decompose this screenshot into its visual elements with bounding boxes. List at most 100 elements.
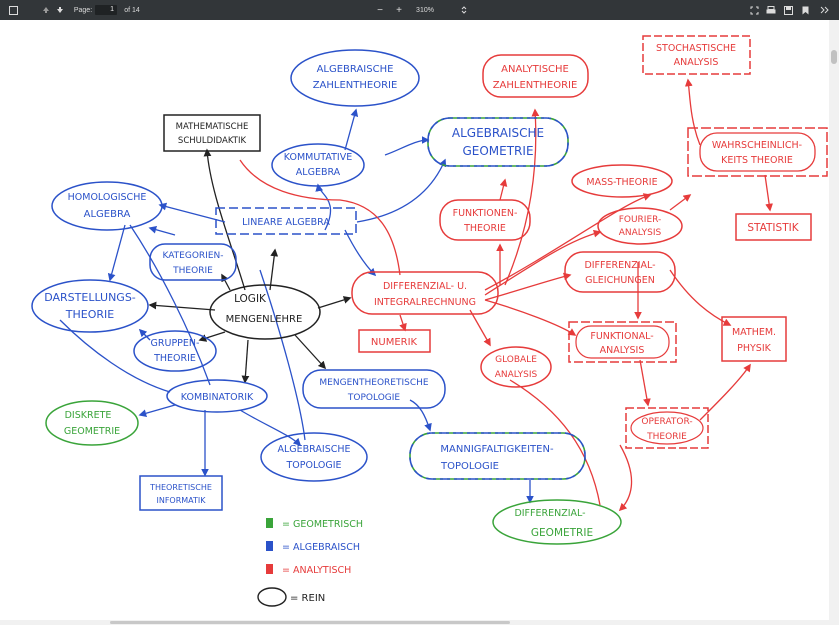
node-label: HOMOLOGISCHE — [68, 192, 147, 203]
node-darstellungstheorie: DARSTELLUNGS- THEORIE — [31, 279, 149, 333]
node-differentialgleichungen: DIFFERENZIAL- GLEICHUNGEN — [564, 251, 676, 293]
node-label: GEOMETRIE — [531, 527, 593, 539]
node-label: FUNKTIONEN- — [453, 208, 518, 219]
node-label: LOGIK — [234, 293, 267, 305]
print-icon[interactable] — [765, 0, 777, 20]
more-tools-icon[interactable] — [818, 0, 832, 20]
node-label: DARSTELLUNGS- — [44, 291, 136, 304]
fit-page-icon[interactable] — [748, 0, 760, 20]
page-number-input[interactable]: 1 — [95, 5, 117, 15]
node-label: ZAHLENTHEORIE — [493, 80, 578, 91]
node-label: MANNIGFALTIGKEITEN- — [440, 444, 554, 455]
legend-swatch-oval — [257, 587, 287, 607]
legend: = GEOMETRISCH = ALGEBRAISCH = ANALYTISCH… — [257, 518, 363, 607]
zoom-out-button[interactable]: − — [377, 4, 383, 16]
node-mass-theorie: MASS-THEORIE — [571, 164, 673, 198]
node-analytische-zahlentheorie: ANALYTISCHE ZAHLENTHEORIE — [482, 54, 589, 98]
zoom-level[interactable]: 310% — [416, 6, 434, 14]
next-page-icon[interactable] — [54, 0, 66, 20]
node-label: GLEICHUNGEN — [585, 275, 655, 286]
node-label: MASS-THEORIE — [586, 177, 657, 188]
node-label: MATHEMATISCHE — [176, 122, 249, 132]
previous-page-icon[interactable] — [40, 0, 52, 20]
node-label: ANALYSIS — [619, 228, 662, 238]
pdf-page: ALGEBRAISCHE ZAHLENTHEORIE ANALYTISCHE Z… — [0, 20, 829, 620]
node-label: THEORIE — [153, 353, 196, 364]
node-label: STOCHASTISCHE — [656, 43, 736, 54]
node-kombinatorik: KOMBINATORIK — [166, 379, 268, 413]
node-algebraische-topologie: ALGEBRAISCHE TOPOLOGIE — [260, 432, 368, 482]
node-numerik: NUMERIK — [358, 329, 431, 353]
node-label: TOPOLOGIE — [347, 393, 400, 403]
node-lineare-algebra: LINEARE ALGEBRA — [215, 207, 357, 235]
node-label: DIFFERENZIAL- — [514, 508, 585, 519]
node-diskrete-geometrie: DISKRETE GEOMETRIE — [45, 400, 139, 446]
node-label: DIFFERENZIAL- U. — [383, 281, 467, 292]
node-label: ALGEBRA — [84, 209, 131, 220]
node-label: FUNKTIONAL- — [590, 331, 653, 342]
legend-label-analytisch: = ANALYTISCH — [282, 565, 351, 576]
horizontal-scrollbar[interactable] — [0, 620, 839, 625]
node-label: GEOMETRIE — [64, 426, 120, 437]
node-label: SCHULDIDAKTIK — [178, 136, 247, 146]
node-algebraische-geometrie: ALGEBRAISCHE GEOMETRIE — [427, 117, 569, 167]
sidebar-toggle-icon[interactable] — [6, 0, 20, 20]
node-label: ANALYSIS — [495, 370, 538, 380]
node-label: THEORIE — [463, 223, 506, 234]
node-label: GEOMETRIE — [462, 144, 533, 158]
node-funktionalanalysis: FUNKTIONAL- ANALYSIS — [568, 321, 677, 363]
node-label: ANALYTISCHE — [501, 64, 569, 75]
node-label: KATEGORIEN- — [162, 251, 223, 261]
node-differentialgeometrie: DIFFERENZIAL- GEOMETRIE — [492, 499, 622, 545]
node-wahrscheinlichkeitstheorie: WAHRSCHEINLICH- KEITS THEORIE — [687, 127, 828, 177]
node-label: TOPOLOGIE — [285, 460, 341, 471]
node-label: KEITS THEORIE — [721, 155, 793, 166]
bookmark-icon[interactable] — [799, 0, 811, 20]
page-label: Page: — [73, 6, 93, 14]
node-label: NUMERIK — [371, 337, 418, 348]
node-operatortheorie: OPERATOR- THEORIE — [625, 407, 709, 449]
node-label: INTEGRALRECHNUNG — [374, 297, 476, 308]
node-label: STATISTIK — [747, 222, 799, 234]
node-label: FOURIER- — [619, 215, 662, 225]
node-theoretische-informatik: THEORETISCHE INFORMATIK — [139, 475, 223, 511]
node-label: THEORIE — [646, 432, 687, 442]
zoom-in-button[interactable]: + — [396, 4, 402, 16]
node-label: ZAHLENTHEORIE — [313, 80, 398, 91]
node-statistik: STATISTIK — [735, 213, 812, 241]
page-total: of 14 — [124, 6, 140, 14]
node-mengentheoretische-topologie: MENGENTHEORETISCHE TOPOLOGIE — [302, 369, 446, 409]
node-logik-mengenlehre: LOGIK MENGENLEHRE — [209, 284, 321, 340]
vertical-scrollbar[interactable] — [829, 20, 839, 620]
node-label: GLOBALE — [495, 355, 537, 365]
node-mannigfaltigkeiten-topologie: MANNIGFALTIGKEITEN- TOPOLOGIE — [409, 432, 586, 480]
save-icon[interactable] — [782, 0, 794, 20]
node-label: GRUPPEN- — [151, 338, 200, 349]
node-label: DIFFERENZIAL- — [584, 260, 655, 271]
node-mathem-physik: MATHEM. PHYSIK — [721, 316, 787, 362]
legend-swatch-green — [266, 518, 273, 528]
node-label: DISKRETE — [65, 410, 112, 421]
horizontal-scroll-thumb[interactable] — [110, 621, 510, 624]
node-schuldidaktik: MATHEMATISCHE SCHULDIDAKTIK — [163, 114, 261, 152]
node-label: ALGEBRAISCHE — [278, 444, 351, 455]
node-homologische-algebra: HOMOLOGISCHE ALGEBRA — [51, 181, 163, 231]
legend-swatch-blue — [266, 541, 273, 551]
node-differential-integralrechnung: DIFFERENZIAL- U. INTEGRALRECHNUNG — [351, 271, 499, 315]
node-label: LINEARE ALGEBRA — [242, 217, 330, 228]
node-label: ALGEBRA — [296, 167, 341, 178]
node-label: WAHRSCHEINLICH- — [712, 140, 802, 151]
legend-label-algebraisch: = ALGEBRAISCH — [282, 542, 360, 553]
node-label: ALGEBRAISCHE — [452, 126, 544, 140]
node-label: PHYSIK — [737, 343, 772, 354]
zoom-dropdown-icon[interactable] — [459, 0, 469, 20]
node-label: THEORETISCHE — [149, 483, 212, 492]
vertical-scroll-thumb[interactable] — [831, 50, 837, 64]
node-kategorientheorie: KATEGORIEN- THEORIE — [149, 243, 237, 281]
node-label: TOPOLOGIE — [440, 461, 499, 472]
mind-map-drawing: ALGEBRAISCHE ZAHLENTHEORIE ANALYTISCHE Z… — [31, 35, 828, 607]
node-label: THEORIE — [172, 266, 213, 276]
node-label: INFORMATIK — [156, 496, 206, 505]
node-label: ANALYSIS — [674, 57, 719, 68]
node-label: MENGENLEHRE — [226, 314, 303, 325]
